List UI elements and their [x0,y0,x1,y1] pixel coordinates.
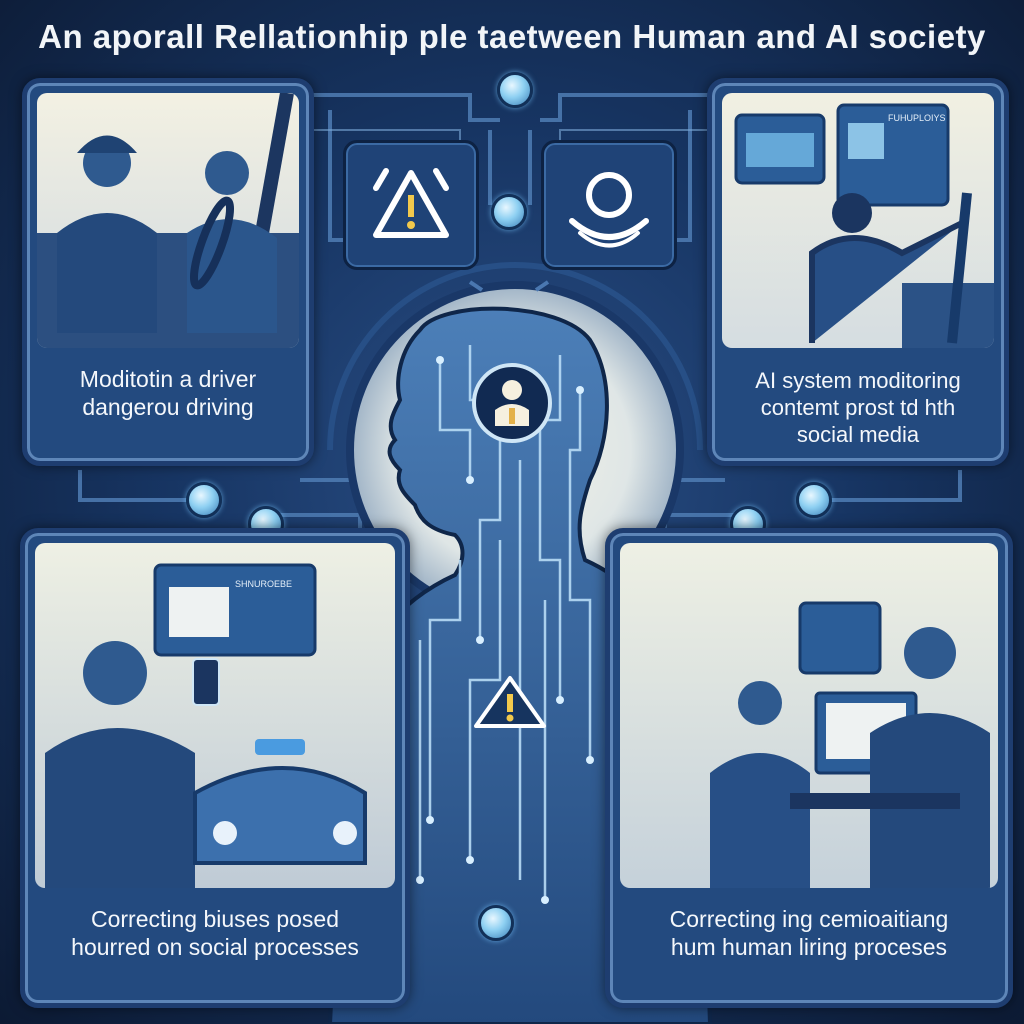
connector-node-right [796,482,832,518]
connector-node-top [497,72,533,108]
social-media-scene: FUHUPLOIYS [722,93,994,348]
connector-node-bottom [478,905,514,941]
driver-scene [37,93,299,348]
police-car-illustration: SHNUROEBE [45,563,367,888]
connector-node-left [186,482,222,518]
warning-icon [474,676,546,728]
social-media-illustration: FUHUPLOIYS [734,103,994,348]
panel-correcting-biases: SHNUROEBE Correcting biuses posed hourre… [20,528,410,1008]
caption-correcting-biases: Correcting biuses posed hourred on socia… [71,906,359,960]
police-scene: SHNUROEBE [35,543,395,888]
person-arc-icon-tile [541,140,677,270]
person-icon [472,363,552,443]
screen-label: FUHUPLOIYS [888,113,946,123]
page-title: An aporall Rellationhip ple taetween Hum… [38,18,986,55]
drivers-illustration [37,93,299,348]
panel-driver-monitoring: Moditotin a driver dangerou driving [22,78,314,466]
panel-social-media-monitoring: FUHUPLOIYS AI system moditoring contemt … [707,78,1009,466]
person-arc-icon [569,172,649,248]
caption-social-media-monitoring: AI system moditoring contemt prost td ht… [755,368,961,447]
caption-driver-monitoring: Moditotin a driver dangerou driving [79,366,257,420]
warning-triangle-icon [373,168,449,238]
screen-label: SHNUROEBE [235,579,292,589]
hiring-illustration [710,601,990,888]
panel-hiring-processes: Correcting ing cemioaitiang hum human li… [605,528,1013,1008]
warning-icon-tile [343,140,479,270]
hiring-scene [620,543,998,888]
connector-node-upper [491,194,527,230]
caption-hiring-processes: Correcting ing cemioaitiang hum human li… [669,906,949,960]
